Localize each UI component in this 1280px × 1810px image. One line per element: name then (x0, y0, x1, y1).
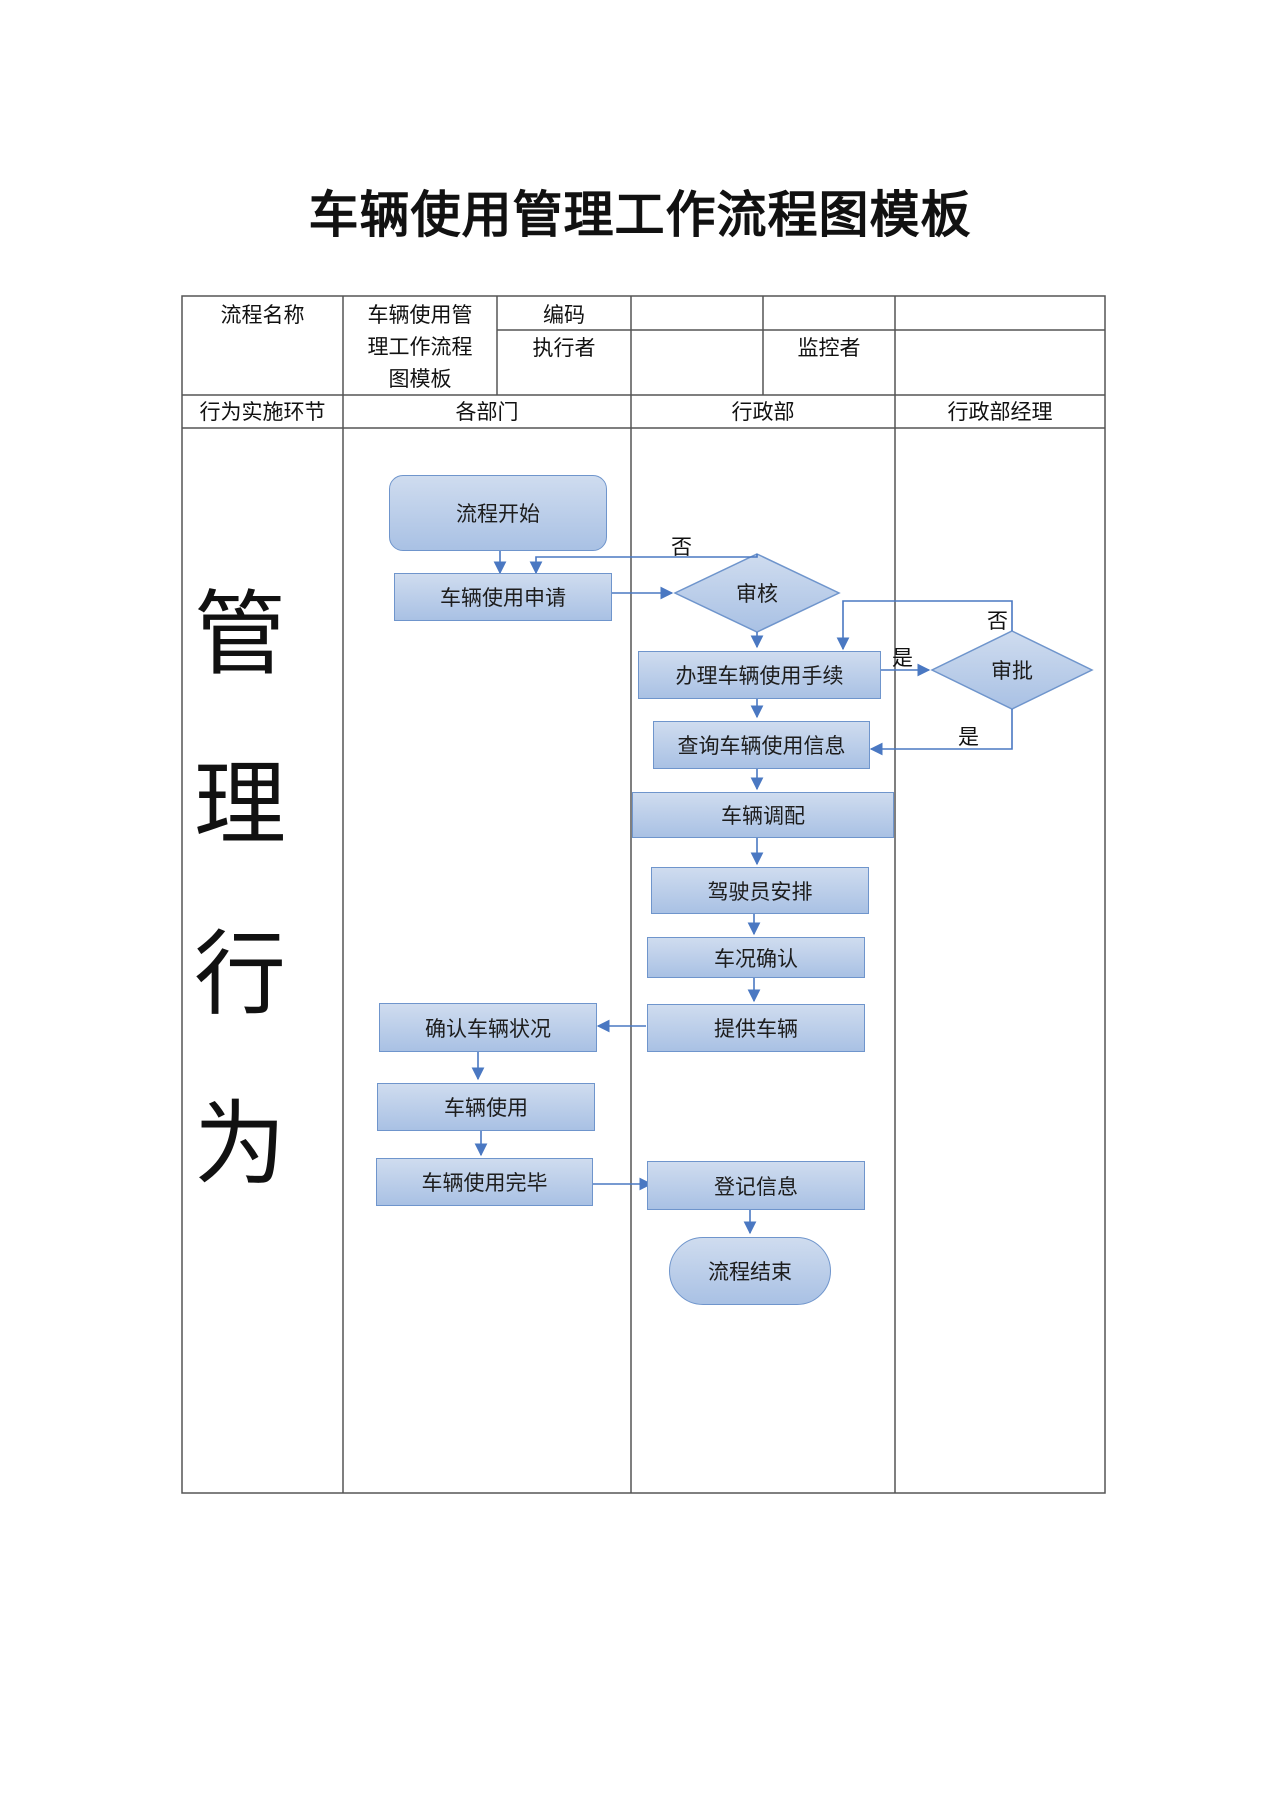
dispatch-node: 车辆调配 (632, 792, 894, 838)
monitor-label: 监控者 (797, 336, 861, 360)
finish-node: 车辆使用完毕 (376, 1158, 593, 1206)
review-no-label: 否 (671, 535, 692, 559)
page-title: 车辆使用管理工作流程图模板 (308, 186, 972, 244)
edge-approve-yes (869, 709, 1013, 756)
edge-approve-no (836, 600, 1013, 651)
process-name-line-1: 车辆使用管 (367, 303, 473, 327)
start-node: 流程开始 (389, 475, 607, 551)
side-title-char-3: 行 (193, 921, 286, 1028)
approve-yes-in-label: 是 (892, 646, 913, 670)
approve-yes-out-label: 是 (958, 725, 979, 749)
lane-header-admin: 行政部 (731, 400, 795, 424)
side-title-char-4: 为 (193, 1091, 286, 1198)
lane-header-stage: 行为实施环节 (199, 400, 326, 424)
approve-no-label: 否 (987, 609, 1008, 633)
table-grid (181, 295, 1106, 1494)
check-node: 车况确认 (647, 937, 865, 978)
process-name-value: 车辆使用管 理工作流程 图模板 (343, 299, 497, 395)
lane-header-manager: 行政部经理 (947, 400, 1053, 424)
lane-header-dept: 各部门 (455, 400, 519, 424)
register-node: 登记信息 (647, 1161, 865, 1210)
apply-node: 车辆使用申请 (394, 573, 612, 621)
edge-review-no (529, 554, 758, 575)
use-node: 车辆使用 (377, 1083, 595, 1131)
side-title-char-1: 管 (193, 581, 286, 688)
confirm-node: 确认车辆状况 (379, 1003, 597, 1052)
process-name-line-3: 图模板 (388, 367, 452, 391)
approve-label: 审批 (991, 659, 1033, 683)
executor-label: 执行者 (532, 336, 596, 360)
process-name-line-2: 理工作流程 (367, 335, 473, 359)
handle-node: 办理车辆使用手续 (638, 651, 881, 699)
process-name-label: 流程名称 (220, 303, 305, 327)
review-label: 审核 (736, 582, 778, 606)
code-label: 编码 (543, 303, 585, 327)
driver-node: 驾驶员安排 (651, 867, 869, 914)
side-title-char-2: 理 (193, 751, 286, 858)
end-node: 流程结束 (669, 1237, 831, 1305)
provide-node: 提供车辆 (647, 1004, 865, 1052)
query-node: 查询车辆使用信息 (653, 721, 870, 769)
